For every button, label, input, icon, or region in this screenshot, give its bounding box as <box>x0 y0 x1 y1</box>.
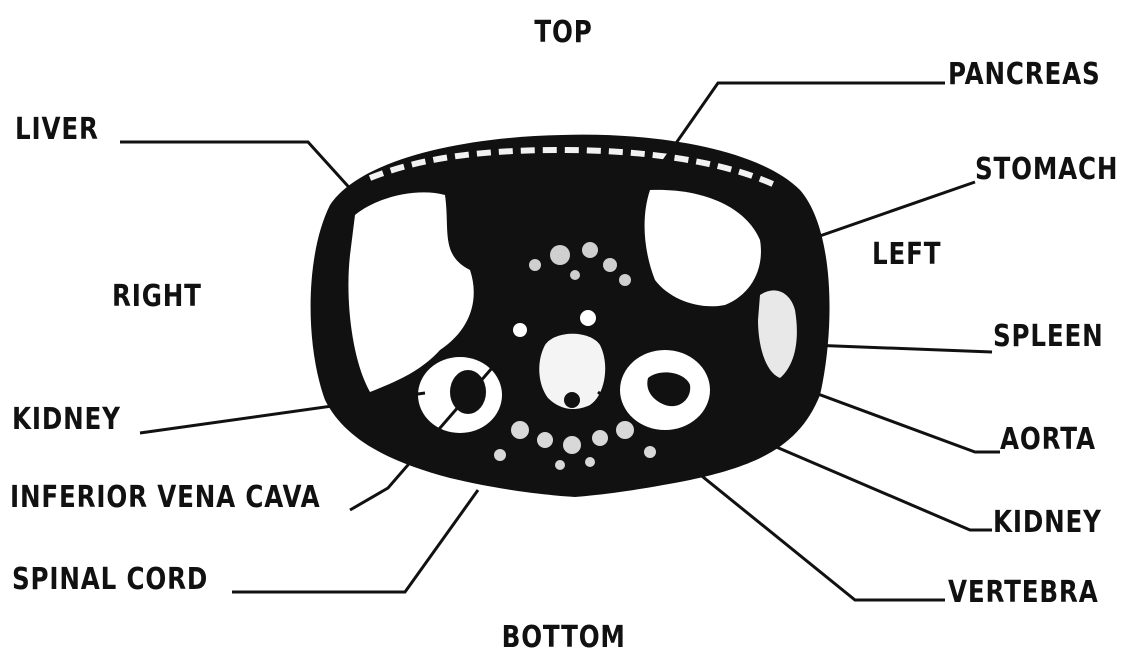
leader-spleen <box>810 345 992 352</box>
leader-kidney-left <box>760 440 992 530</box>
leader-liver <box>120 142 365 205</box>
orientation-right-label: RIGHT <box>112 282 202 312</box>
label-spleen: SPLEEN <box>993 322 1104 352</box>
label-stomach: STOMACH <box>975 155 1118 185</box>
label-inferior-vena-cava: INFERIOR VENA CAVA <box>10 483 320 513</box>
label-pancreas: PANCREAS <box>948 60 1101 90</box>
label-liver: LIVER <box>15 115 99 145</box>
aorta-shape <box>580 310 596 326</box>
orientation-bottom-label: BOTTOM <box>502 623 626 653</box>
label-spinal-cord: SPINAL CORD <box>12 565 208 595</box>
ivc-shape <box>513 323 527 337</box>
label-aorta: AORTA <box>1000 425 1096 455</box>
label-kidney-left: KIDNEY <box>993 508 1102 538</box>
orientation-top-label: TOP <box>534 18 592 48</box>
label-kidney-right: KIDNEY <box>12 405 121 435</box>
label-vertebra: VERTEBRA <box>948 578 1099 608</box>
orientation-left-label: LEFT <box>872 240 941 270</box>
